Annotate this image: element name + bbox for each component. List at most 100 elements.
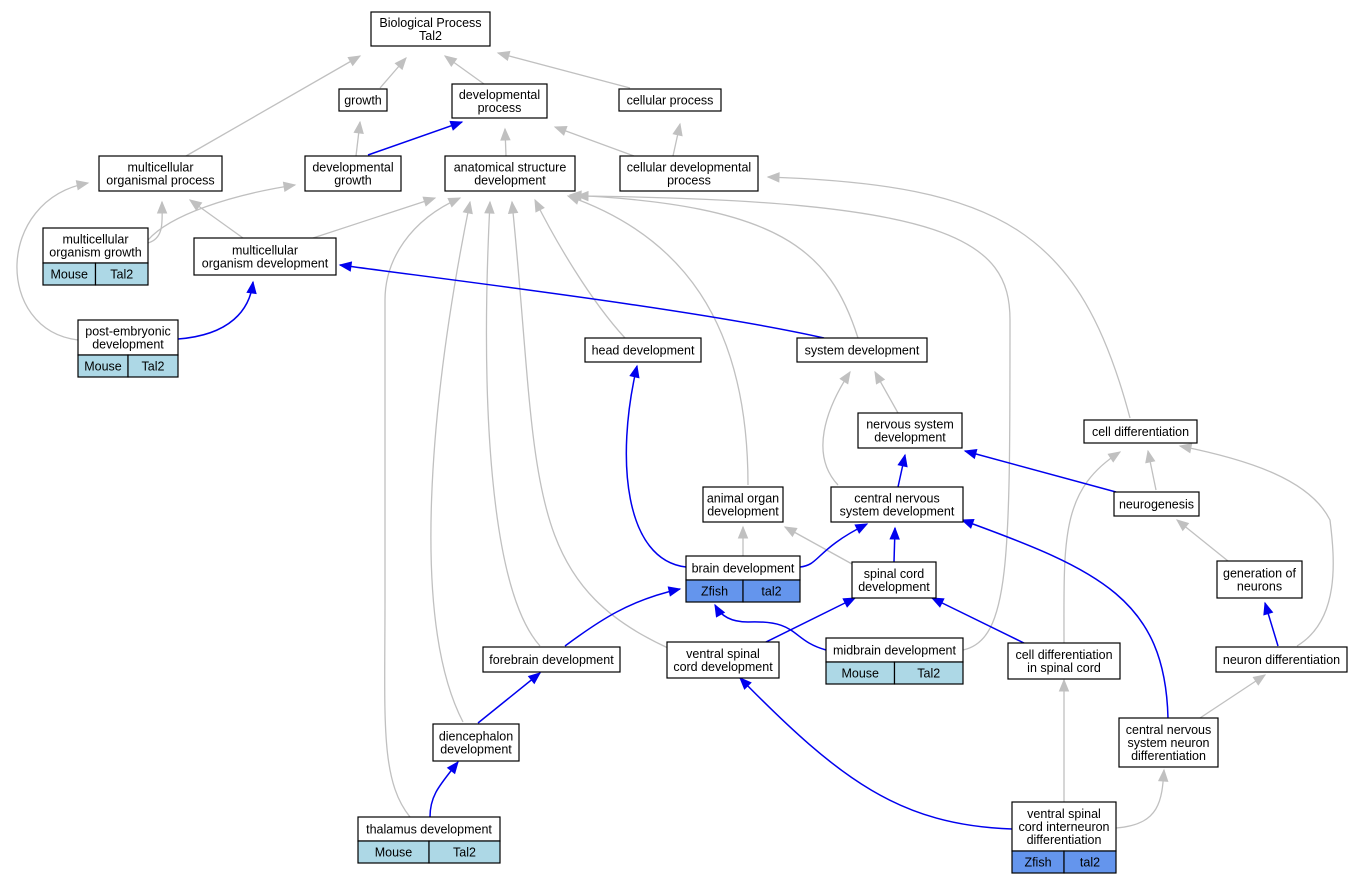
arrowhead <box>897 453 908 468</box>
arrowhead <box>446 760 459 775</box>
node-label-line: ventral spinal <box>1027 807 1101 821</box>
node-label-line: neuron differentiation <box>1223 653 1340 667</box>
node-growth[interactable]: growth <box>338 88 388 112</box>
node-label-line: thalamus development <box>366 823 492 837</box>
node-box <box>42 227 149 264</box>
node-cellproc[interactable]: cellular process <box>618 88 722 112</box>
node-label-line: development <box>440 743 512 757</box>
arrowhead <box>1252 674 1267 686</box>
node-label-line: growth <box>334 174 372 188</box>
node-neurogen[interactable]: neurogenesis <box>1113 491 1200 517</box>
arrowhead <box>188 199 203 211</box>
arrowhead <box>1107 451 1122 463</box>
arrowhead <box>1058 678 1070 692</box>
node-box <box>619 155 759 192</box>
node-label-line: cellular process <box>627 94 714 108</box>
arrowhead <box>672 122 683 137</box>
node-label-line: system development <box>805 344 920 358</box>
node-label-line: generation of <box>1223 567 1297 581</box>
edge-thalamus-to-anatdev <box>384 197 461 818</box>
node-label-line: developmental <box>459 88 540 102</box>
node-label-line: brain development <box>692 562 795 576</box>
edge-cnsdev-to-sysdev <box>822 371 851 486</box>
node-box <box>370 11 491 47</box>
node-label-line: process <box>667 174 711 188</box>
node-label-line: development <box>874 431 946 445</box>
edge-devgrowth-to-devproc <box>367 121 463 156</box>
arrowhead <box>930 597 945 608</box>
node-label-line: system neuron <box>1128 736 1210 750</box>
arrowhead <box>394 57 407 71</box>
node-label-line: development <box>92 338 164 352</box>
node-label-line: development <box>858 580 930 594</box>
arrowhead <box>889 526 900 540</box>
node-label-line: development <box>474 174 546 188</box>
node-box <box>1215 646 1348 673</box>
node-box <box>851 561 937 599</box>
node-neurdiff[interactable]: neuron differentiation <box>1215 646 1348 673</box>
edge-cellproc-to-bp <box>497 52 631 89</box>
node-label-line: system development <box>840 505 955 519</box>
arrowhead <box>422 196 437 207</box>
arrowhead <box>839 370 851 385</box>
arrowhead <box>246 280 257 295</box>
gene-cell <box>127 354 179 378</box>
edge-celldevproc-to-devproc <box>554 126 635 157</box>
node-sysdev[interactable]: system development <box>796 337 928 363</box>
node-label-line: differentiation <box>1027 833 1102 847</box>
node-label-line: multicellular <box>63 233 129 247</box>
node-box <box>584 337 702 363</box>
node-label-line: neurogenesis <box>1119 498 1194 512</box>
node-forebrain[interactable]: forebrain development <box>482 646 621 673</box>
arrowhead <box>353 120 364 135</box>
node-box <box>1011 801 1117 852</box>
node-label-line: developmental <box>312 161 393 175</box>
node-label-line: anatomical structure <box>454 161 567 175</box>
node-label-line: multicellular <box>128 161 194 175</box>
edge-spinaldev-to-organdev <box>784 526 853 565</box>
arrowhead <box>667 586 682 597</box>
edge-celldiff-to-celldevproc <box>767 176 1131 419</box>
edge-ventinter-to-cnsneur <box>1115 769 1165 829</box>
gene-cell <box>428 840 501 864</box>
edge-sysdev-to-anatdev <box>569 194 859 339</box>
edge-celldiffspinal-to-celldiff <box>1063 451 1121 645</box>
node-headdev[interactable]: head development <box>584 337 702 363</box>
species-label: Mouse <box>841 667 879 681</box>
edge-sysdev-to-multidev <box>339 264 825 339</box>
node-box <box>432 723 520 762</box>
edge-cnsneur-to-cnsdev <box>961 519 1169 719</box>
edge-dienceph-to-forebrain <box>477 672 541 724</box>
node-label-line: multicellular <box>232 244 298 258</box>
arrowhead <box>447 197 462 208</box>
node-celldiff[interactable]: cell differentiation <box>1083 419 1198 444</box>
node-box <box>482 646 621 673</box>
edge-braindev-to-cnsdev <box>799 523 868 568</box>
node-box <box>338 88 388 112</box>
node-label-line: in spinal cord <box>1027 661 1101 675</box>
node-label-line: head development <box>592 344 695 358</box>
arrowhead <box>1178 443 1193 454</box>
